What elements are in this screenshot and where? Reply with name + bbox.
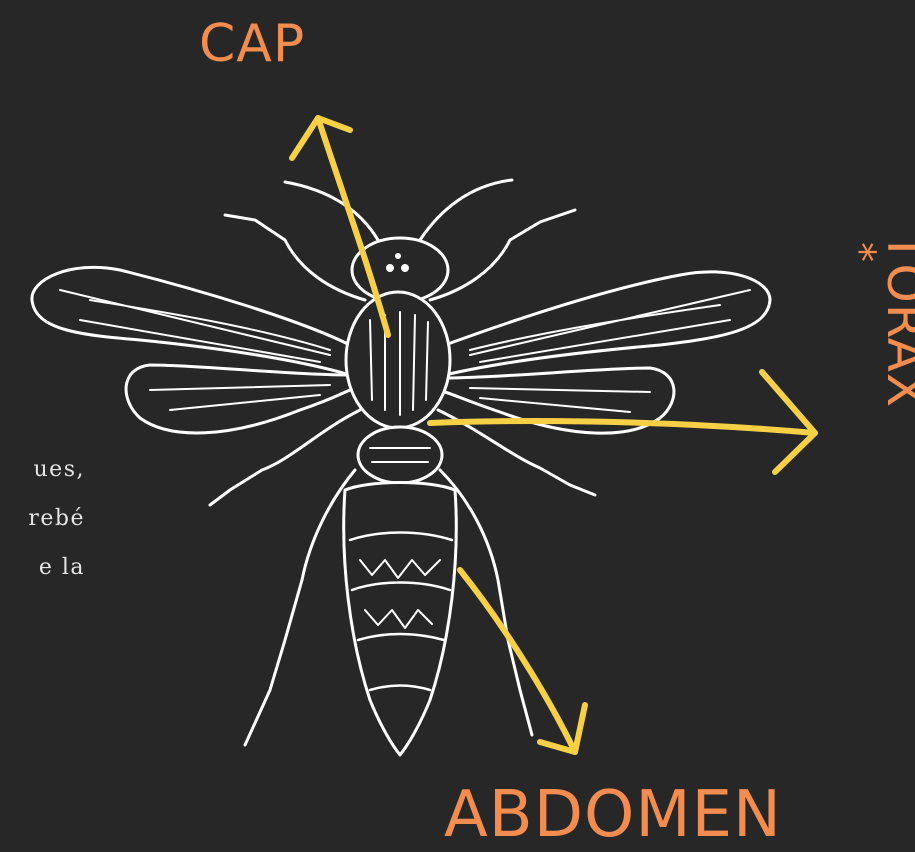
wing-left-lower	[126, 365, 350, 433]
leg-hind-left	[245, 470, 355, 745]
wasp-illustration-icon	[32, 180, 770, 755]
leg-front-right	[430, 210, 575, 300]
arrow-to-abdomen	[460, 570, 585, 752]
leg-mid-left	[210, 410, 360, 505]
arrow-to-thorax	[430, 372, 815, 472]
antenna-left	[285, 182, 378, 240]
wasp-abdomen	[344, 483, 457, 756]
wasp-thorax	[346, 292, 450, 428]
label-abdomen: ABDOMEN	[444, 783, 782, 847]
label-thorax-mark: *	[840, 242, 880, 408]
label-head: CAP	[199, 18, 305, 70]
antenna-right	[420, 180, 512, 240]
label-thorax: TÒRAX *	[840, 232, 915, 408]
leg-front-left	[225, 215, 365, 300]
